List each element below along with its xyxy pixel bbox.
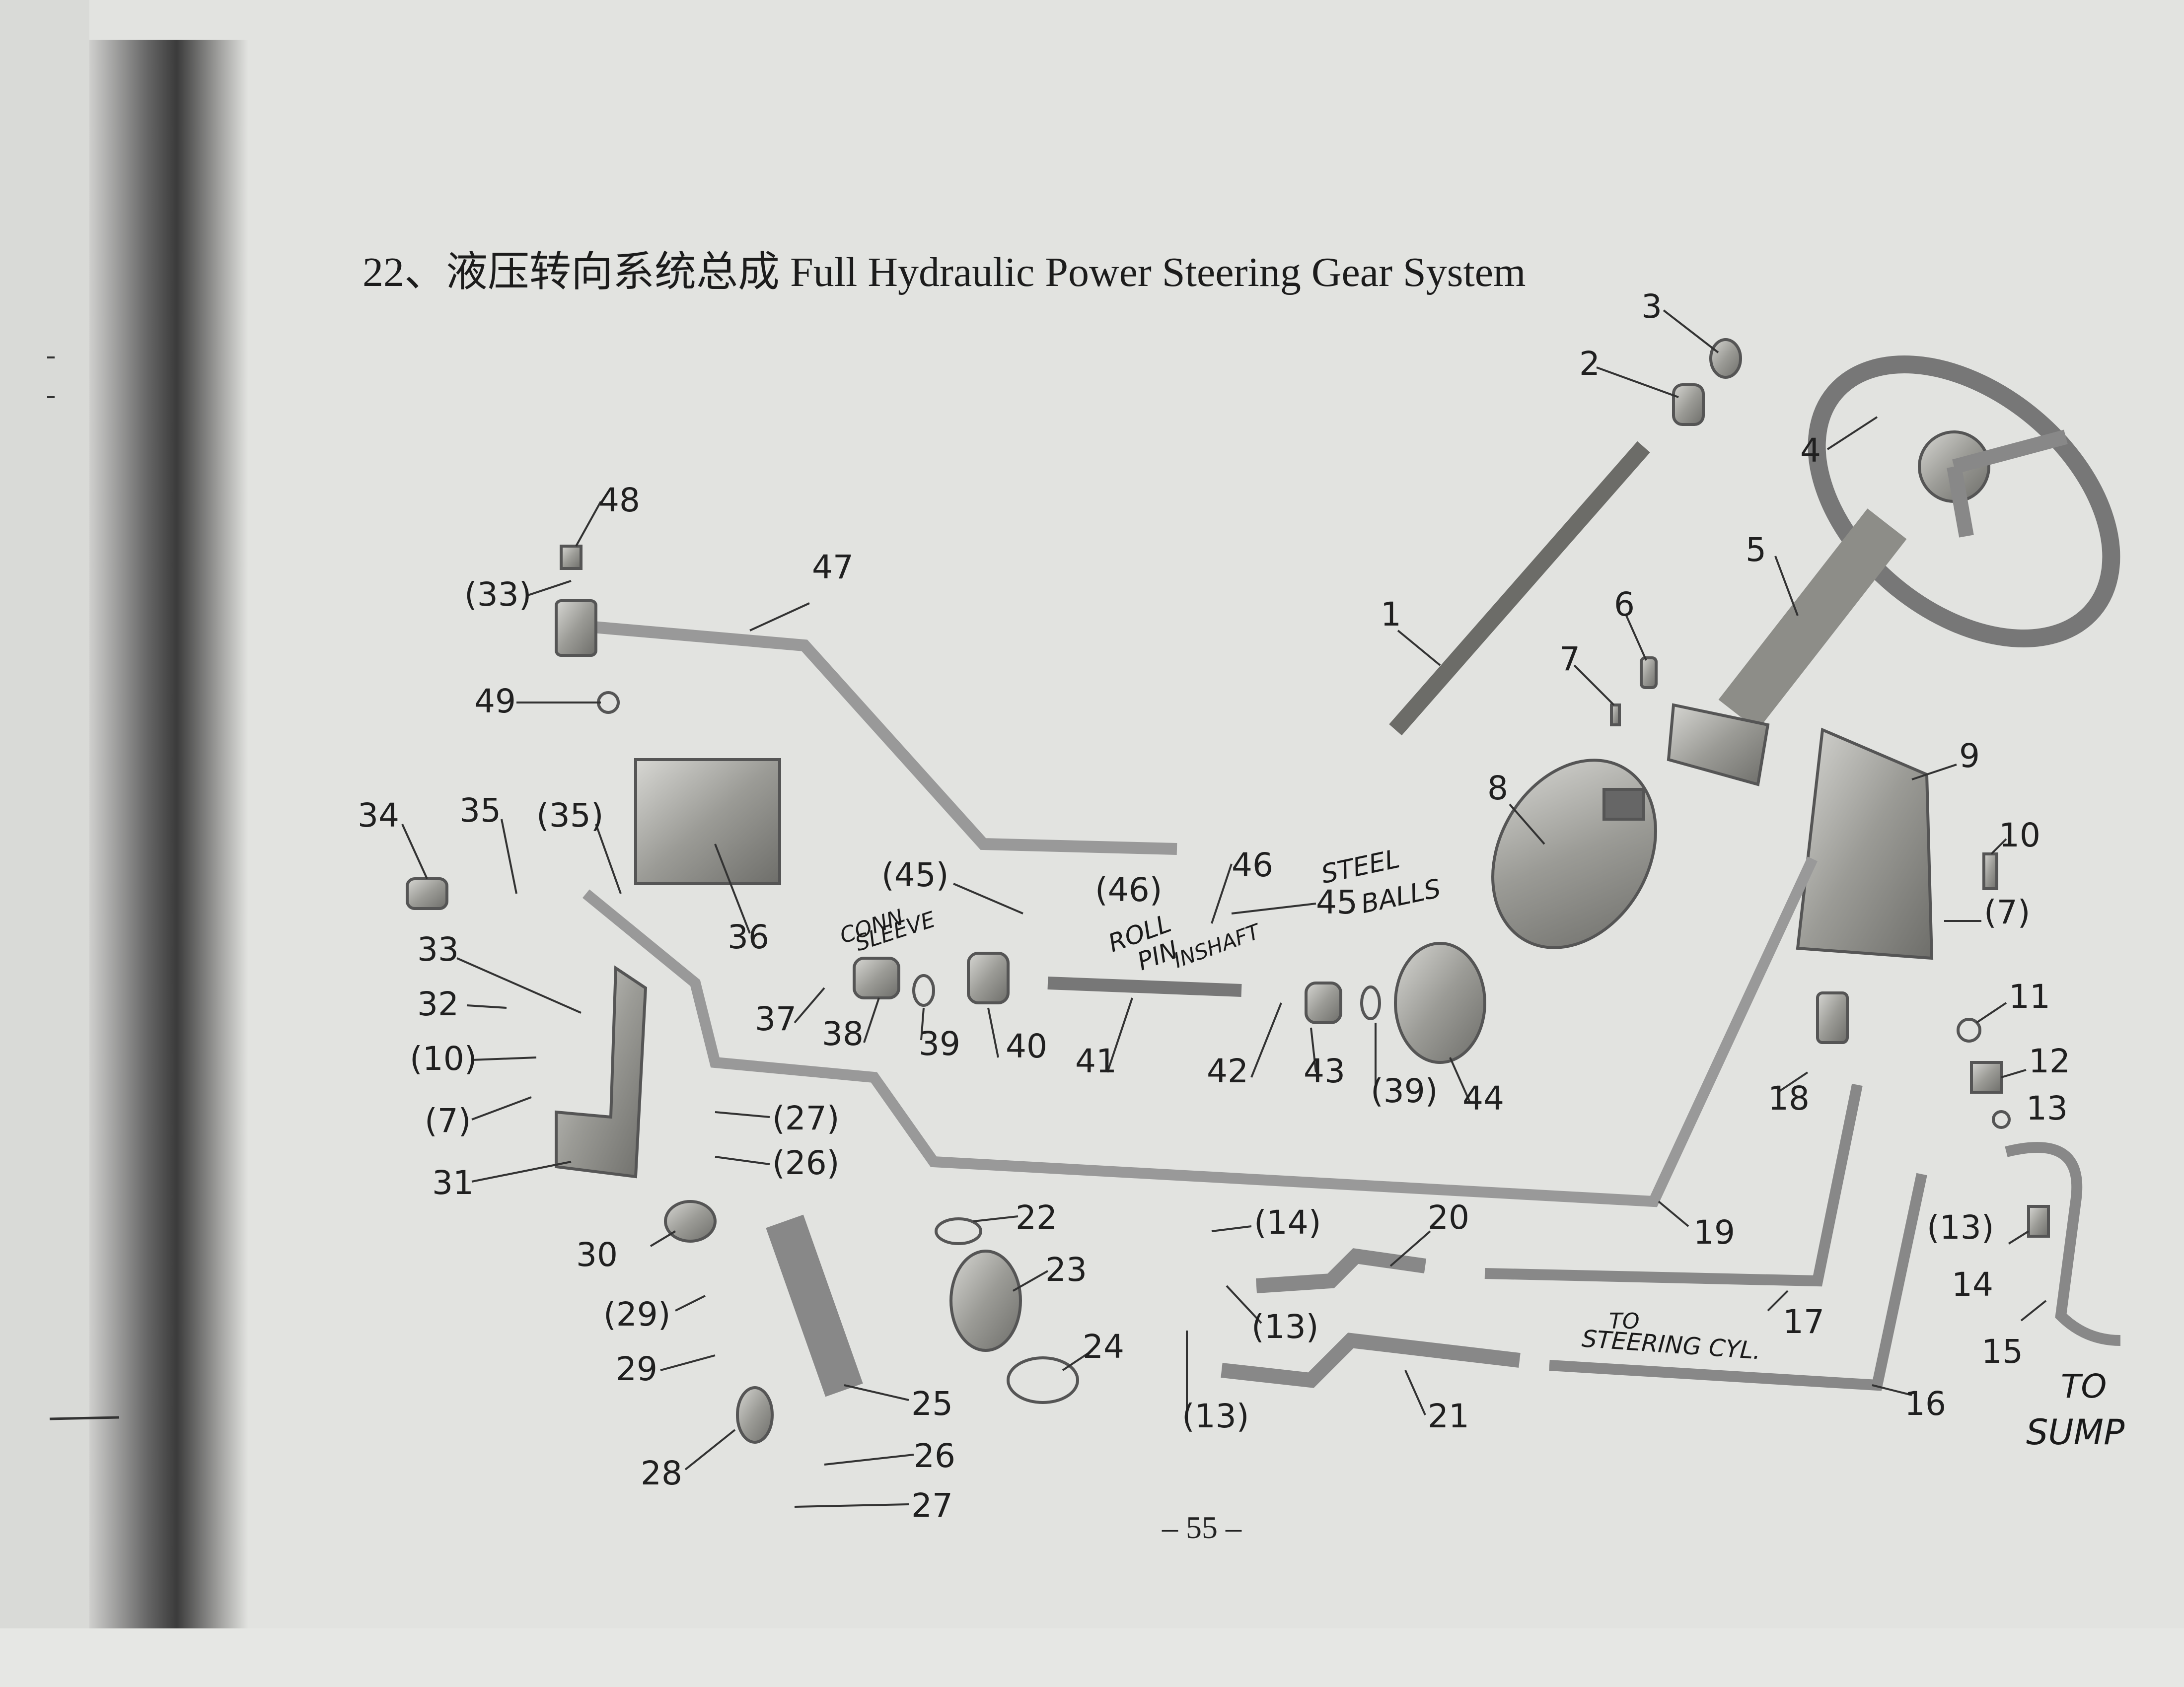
callout-label: 26 (914, 1437, 955, 1475)
steering-shaft (1389, 441, 1650, 736)
fitting (1970, 1061, 2003, 1094)
callout-label: (7) (425, 1102, 471, 1140)
callout-label: 7 (1559, 640, 1580, 678)
callout-label: 48 (598, 481, 640, 519)
callout-label: 15 (1981, 1333, 2023, 1371)
callout-label: (45) (881, 856, 949, 894)
callout-label: 28 (641, 1454, 682, 1492)
handwritten-note: TO (1609, 1309, 1640, 1334)
callout-label: 47 (812, 548, 854, 586)
callout-label: (27) (772, 1099, 840, 1137)
callout-label: 6 (1614, 585, 1635, 624)
hose-21 (1221, 1333, 1521, 1388)
small-bolt (1610, 703, 1621, 726)
callout-label: 17 (1783, 1303, 1824, 1341)
callout-label: (13) (1927, 1208, 1994, 1247)
callout-label: (10) (410, 1040, 477, 1078)
callout-label: 38 (822, 1015, 864, 1053)
inner-shaft (1047, 977, 1242, 997)
callout-label: 9 (1959, 737, 1980, 775)
mounting-bracket (1796, 727, 1934, 960)
callout-label: 43 (1304, 1052, 1345, 1090)
callout-label: 12 (2029, 1042, 2070, 1080)
pin (1640, 656, 1658, 689)
steering-wheel (1808, 355, 2120, 647)
callout-label: 3 (1641, 287, 1662, 326)
callout-label: 5 (1746, 531, 1766, 569)
callout-label: 37 (755, 1000, 797, 1038)
callout-label: 19 (1693, 1213, 1735, 1252)
nut (1709, 338, 1742, 379)
callout-label: 22 (1016, 1198, 1057, 1237)
callout-label: 27 (911, 1486, 953, 1525)
end-cap (1394, 942, 1486, 1064)
callout-label: 39 (919, 1025, 960, 1063)
callout-label: (33) (464, 575, 532, 614)
callout-label: 8 (1487, 769, 1508, 807)
callout-label: 49 (474, 682, 516, 720)
handwritten-note: SUMP (2026, 1412, 2125, 1453)
callout-label: (13) (1182, 1397, 1249, 1435)
column-flange (1667, 703, 1770, 786)
valve-block (634, 758, 781, 885)
boot (949, 1250, 1022, 1352)
callout-label: 24 (1083, 1328, 1124, 1366)
pipe-47 (575, 620, 1177, 855)
callout-label: (35) (536, 796, 604, 835)
bushing (1672, 383, 1705, 426)
callout-label: 33 (417, 930, 459, 969)
hose-20 (1256, 1248, 1427, 1293)
callout-label: 34 (358, 796, 399, 835)
page-number: – 55 – (1162, 1510, 1241, 1545)
callout-label: 41 (1075, 1042, 1117, 1080)
callout-label: 46 (1232, 846, 1273, 884)
callout-label: 25 (911, 1385, 953, 1423)
callout-label: 1 (1381, 595, 1401, 633)
callout-label: 21 (1428, 1397, 1469, 1435)
page-title: 22、液压转向系统总成 Full Hydraulic Power Steerin… (363, 249, 1526, 295)
callout-label: 45 (1316, 883, 1358, 921)
connecting-sleeve (853, 957, 900, 999)
callout-label: (29) (603, 1295, 671, 1334)
callout-label: 32 (417, 985, 459, 1023)
callout-label: (39) (1371, 1072, 1438, 1110)
callout-label: (13) (1251, 1308, 1319, 1346)
callout-label: 11 (2009, 978, 2050, 1016)
callout-label: (14) (1254, 1203, 1321, 1242)
steering-cylinder (766, 1214, 863, 1397)
steering-control-unit (1491, 759, 1657, 949)
callout-label: (7) (1984, 893, 2031, 931)
pipe-to-steering-cylinder (1549, 1173, 1927, 1391)
long-pipe (582, 856, 1818, 1207)
callout-label: 4 (1800, 431, 1821, 470)
sump-pipe (2005, 1142, 2121, 1346)
callout-label: 14 (1952, 1265, 1993, 1304)
callout-label: 44 (1462, 1079, 1504, 1118)
callout-label: (46) (1095, 871, 1163, 909)
callout-label: 40 (1006, 1027, 1047, 1065)
callout-label: 13 (2026, 1089, 2068, 1127)
binding-spine (89, 40, 248, 1628)
callout-label: 16 (1904, 1385, 1946, 1423)
callout-label: 30 (576, 1236, 618, 1274)
handwritten-note: TO (2061, 1367, 2107, 1406)
callout-label: 36 (728, 918, 769, 956)
steering-column (1718, 508, 1907, 730)
callout-label: 20 (1428, 1198, 1469, 1237)
bracket-31 (555, 965, 648, 1179)
callout-label: (26) (772, 1144, 840, 1182)
callout-label: 18 (1768, 1079, 1810, 1118)
callout-label: 42 (1207, 1052, 1248, 1090)
callout-label: 23 (1045, 1251, 1087, 1289)
callout-label: 2 (1579, 345, 1600, 383)
return-pipe (1484, 1083, 1863, 1287)
callout-label: 10 (1999, 816, 2040, 854)
callout-label: 35 (459, 791, 501, 830)
callout-label: 29 (616, 1350, 657, 1388)
callout-label: 31 (432, 1164, 474, 1202)
